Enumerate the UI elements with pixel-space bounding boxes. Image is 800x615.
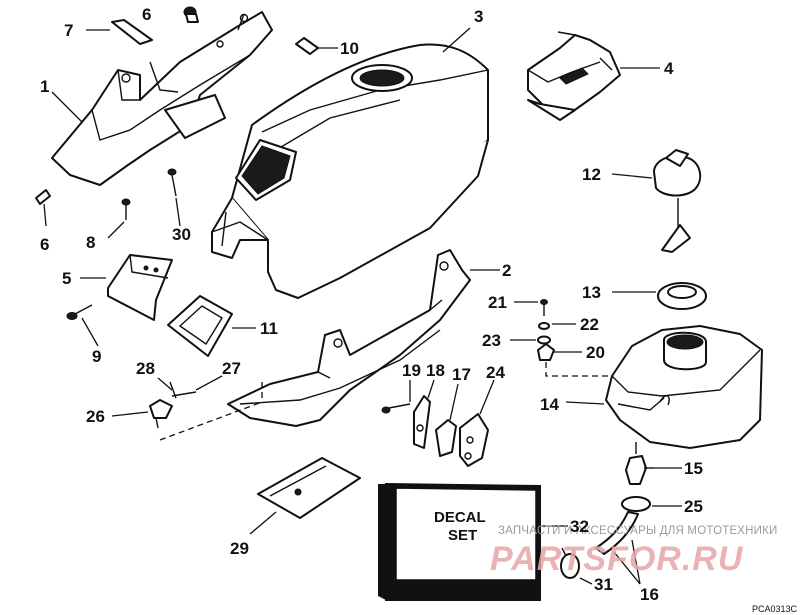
callout-15: 15	[684, 459, 703, 478]
callout-20: 20	[586, 343, 605, 362]
part-20-nut	[537, 343, 582, 361]
part-6-screw-left	[35, 189, 51, 227]
callout-29: 29	[230, 539, 249, 558]
part-11-gasket	[167, 295, 256, 357]
part-18-bracket	[413, 379, 435, 449]
part-8-screw	[107, 198, 131, 239]
part-22-washer	[538, 322, 576, 330]
dashed-assembly-line-left	[159, 401, 263, 441]
callout-18: 18	[426, 361, 445, 380]
callout-5: 5	[62, 269, 71, 288]
part-19-screw	[381, 380, 411, 414]
callout-24: 24	[486, 363, 505, 382]
part-9-screw	[66, 304, 99, 347]
part-32-decal-set-box	[378, 482, 568, 601]
watermark-logo: PARTSFOR.RU	[490, 540, 744, 578]
figure-code: PCA0313C	[752, 604, 798, 614]
dashed-line-hardware	[545, 362, 612, 377]
watermark: ЗАПЧАСТИ И АКСЕССУАРЫ ДЛЯ МОТОТЕХНИКИ PA…	[490, 525, 778, 578]
part-14-fuel-tank	[565, 325, 763, 449]
part-5-bracket	[80, 254, 173, 321]
part-26-connector	[111, 399, 173, 429]
callout-8: 8	[86, 233, 95, 252]
decal-box-line1: DECAL	[434, 509, 486, 526]
callout-25: 25	[684, 497, 703, 516]
part-16-hose	[595, 511, 641, 585]
callout-19: 19	[402, 361, 421, 380]
part-1-bracket	[51, 11, 273, 186]
callout-31: 31	[594, 575, 613, 594]
part-27-wire	[171, 375, 223, 397]
callout-13: 13	[582, 283, 601, 302]
callout-23: 23	[482, 331, 501, 350]
part-7-plate	[86, 19, 153, 45]
callout-16: 16	[640, 585, 659, 604]
callout-6-top: 6	[142, 5, 151, 24]
callout-30: 30	[172, 225, 191, 244]
callout-3: 3	[474, 7, 483, 26]
part-28-clip	[157, 377, 177, 399]
callout-32: 32	[570, 517, 589, 536]
callout-22: 22	[580, 315, 599, 334]
callout-6-left: 6	[40, 235, 49, 254]
callout-9: 9	[92, 347, 101, 366]
part-17-clip	[435, 383, 459, 457]
part-21-screw	[514, 299, 548, 316]
part-30-screw	[167, 168, 181, 227]
callout-28: 28	[136, 359, 155, 378]
part-10-pin	[295, 37, 338, 55]
part-13-gasket	[612, 282, 707, 310]
callout-27: 27	[222, 359, 241, 378]
callout-17: 17	[452, 365, 471, 384]
callout-2: 2	[502, 261, 511, 280]
part-29-plate	[249, 457, 361, 535]
part-31-clamp	[560, 547, 593, 585]
part-24-plate	[459, 379, 495, 467]
callout-14: 14	[540, 395, 559, 414]
part-2-lower-pan	[227, 249, 500, 427]
watermark-tagline: ЗАПЧАСТИ И АКСЕССУАРЫ ДЛЯ МОТОТЕХНИКИ	[498, 525, 778, 537]
callout-12: 12	[582, 165, 601, 184]
callout-7: 7	[64, 21, 73, 40]
part-23-washer	[510, 335, 551, 345]
decal-box-line2: SET	[448, 527, 477, 544]
part-3-engine-cover	[211, 27, 489, 299]
callout-10: 10	[340, 39, 359, 58]
callout-4: 4	[664, 59, 674, 78]
part-25-clamp	[621, 496, 682, 512]
part-15-fitting	[625, 442, 682, 485]
callout-21: 21	[488, 293, 507, 312]
callout-11: 11	[260, 319, 278, 338]
part-12-filler-cap	[611, 149, 702, 253]
part-6-screw-top	[183, 6, 199, 23]
callout-26: 26	[86, 407, 105, 426]
callout-1: 1	[40, 77, 49, 96]
part-4-latch	[527, 31, 660, 121]
